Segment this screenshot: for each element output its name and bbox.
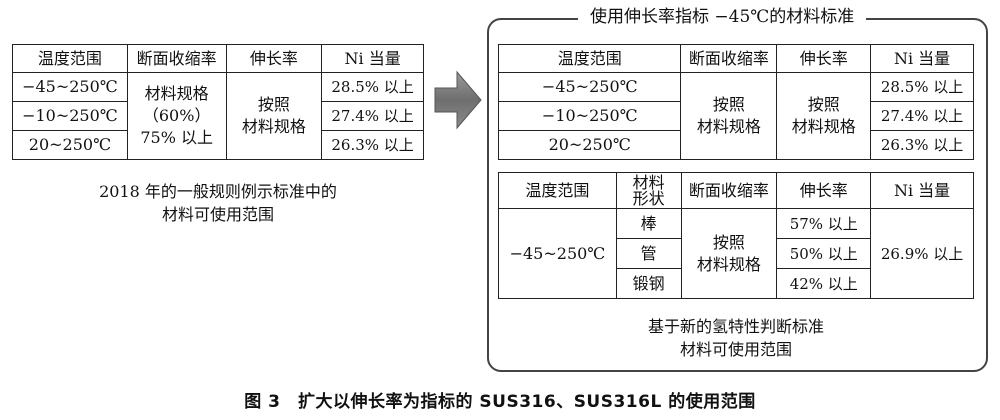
- header-elongation: 伸长率: [776, 44, 872, 73]
- shape-cell: 锻钢: [615, 268, 682, 299]
- temp-cell: 20~250℃: [497, 130, 682, 160]
- reduction-line: 材料规格: [144, 84, 209, 103]
- shape-header-line: 材料: [632, 172, 665, 192]
- ni-cell: 26.9% 以上: [870, 208, 974, 299]
- reduction-line: 按照: [712, 95, 745, 114]
- elongation-line: 按照: [257, 95, 290, 114]
- right-caption-line: 基于新的氢特性判断标准: [647, 317, 824, 336]
- header-elongation: 伸长率: [776, 172, 872, 209]
- header-ni-equivalent: Ni 当量: [870, 172, 974, 209]
- left-caption: 2018 年的一般规则例示标准中的 材料可使用范围: [12, 180, 424, 226]
- header-reduction: 断面收缩率: [680, 44, 778, 73]
- temp-cell: −10~250℃: [497, 101, 682, 131]
- temp-cell: 20~250℃: [12, 130, 128, 160]
- reduction-cell: 按照 材料规格: [680, 208, 778, 299]
- ni-cell: 26.3% 以上: [321, 130, 424, 160]
- header-ni-equivalent: Ni 当量: [870, 44, 974, 73]
- header-ni-equivalent: Ni 当量: [321, 44, 424, 73]
- figure-caption: 图 3 扩大以伸长率为指标的 SUS316、SUS316L 的使用范围: [244, 392, 756, 412]
- reduction-cell: 材料规格 （60%） 75% 以上: [126, 72, 227, 160]
- elongation-line: 材料规格: [241, 117, 306, 136]
- left-standard-table: 温度范围 断面收缩率 伸长率 Ni 当量 −45~250℃ 材料规格 （60%）…: [12, 44, 424, 160]
- new-standard-table-shape: 温度范围 材料 形状 断面收缩率 伸长率 Ni 当量 −45~250℃ 棒 按照…: [498, 172, 974, 299]
- shape-header-line: 形状: [632, 188, 665, 208]
- elongation-value-cell: 50% 以上: [776, 238, 872, 269]
- reduction-line: 按照: [712, 232, 745, 252]
- temp-cell: −45~250℃: [12, 72, 128, 102]
- elongation-cell: 按照 材料规格: [776, 72, 872, 160]
- right-caption-line: 材料可使用范围: [679, 340, 792, 359]
- header-reduction: 断面收缩率: [126, 44, 227, 73]
- header-elongation: 伸长率: [225, 44, 323, 73]
- elongation-value-cell: 42% 以上: [776, 268, 872, 299]
- header-temp-range: 温度范围: [497, 44, 682, 73]
- reduction-line: 75% 以上: [140, 128, 213, 147]
- ni-cell: 27.4% 以上: [321, 101, 424, 131]
- temp-cell: −45~250℃: [498, 208, 617, 299]
- new-standard-title: 使用伸长率指标 −45℃的材料标准: [578, 5, 867, 29]
- ni-cell: 26.3% 以上: [870, 130, 974, 160]
- temp-cell: −45~250℃: [497, 72, 682, 102]
- left-caption-line: 材料可使用范围: [161, 205, 274, 224]
- left-caption-line: 2018 年的一般规则例示标准中的: [99, 182, 337, 201]
- header-material-shape: 材料 形状: [615, 172, 682, 209]
- shape-cell: 棒: [615, 208, 682, 239]
- new-standard-table-temperature: 温度范围 断面收缩率 伸长率 Ni 当量 −45~250℃ 按照 材料规格 按照…: [497, 44, 974, 160]
- reduction-line: （60%）: [142, 106, 211, 125]
- temp-cell: −10~250℃: [12, 101, 128, 131]
- elongation-line: 按照: [807, 95, 840, 114]
- elongation-line: 材料规格: [791, 117, 856, 136]
- right-caption: 基于新的氢特性判断标准 材料可使用范围: [498, 315, 974, 361]
- right-arrow-icon: [434, 70, 482, 130]
- reduction-line: 材料规格: [696, 254, 761, 274]
- ni-cell: 27.4% 以上: [870, 101, 974, 131]
- elongation-cell: 按照 材料规格: [225, 72, 323, 160]
- reduction-line: 材料规格: [696, 117, 761, 136]
- shape-cell: 管: [615, 238, 682, 269]
- elongation-value-cell: 57% 以上: [776, 208, 872, 239]
- ni-cell: 28.5% 以上: [321, 72, 424, 102]
- header-temp-range: 温度范围: [12, 44, 128, 73]
- ni-cell: 28.5% 以上: [870, 72, 974, 102]
- reduction-cell: 按照 材料规格: [680, 72, 778, 160]
- header-temp-range: 温度范围: [498, 172, 617, 209]
- header-reduction: 断面收缩率: [680, 172, 778, 209]
